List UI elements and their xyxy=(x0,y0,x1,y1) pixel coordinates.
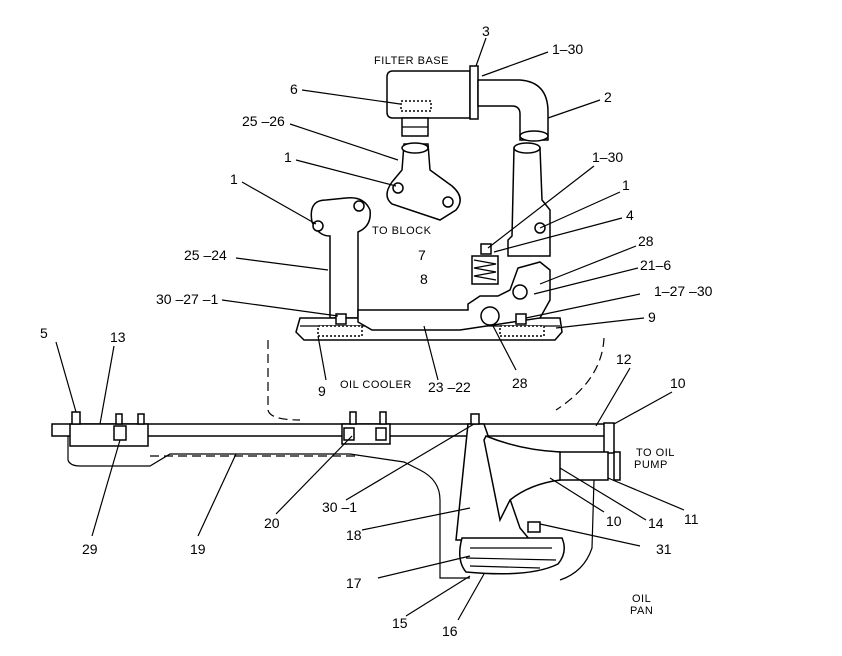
callout-4: 4 xyxy=(626,207,634,223)
callout-7: 7 xyxy=(418,247,426,263)
caption-filter-base: FILTER BASE xyxy=(374,55,449,67)
callout-8: 8 xyxy=(420,271,428,287)
mid-bracket xyxy=(341,411,391,445)
callout-2: 2 xyxy=(604,89,612,105)
callout-16: 16 xyxy=(442,623,458,639)
callout-9-left: 9 xyxy=(318,383,326,399)
callout-21-6: 21–6 xyxy=(640,257,671,273)
callout-15: 15 xyxy=(392,615,408,631)
callout-20: 20 xyxy=(264,515,280,531)
callout-30-27-1: 30 –27 –1 xyxy=(156,291,218,307)
caption-pan: PAN xyxy=(630,605,653,617)
callout-12: 12 xyxy=(616,351,632,367)
cooler-inlet-tube xyxy=(310,197,371,319)
callout-19: 19 xyxy=(190,541,206,557)
engine-outline xyxy=(267,340,301,421)
block-adapter xyxy=(386,142,461,221)
bypass-valve-spring xyxy=(471,255,499,285)
callout-23-22: 23 –22 xyxy=(428,379,471,395)
engine-outline-right xyxy=(555,337,605,411)
callout-1-b: 1 xyxy=(230,171,238,187)
caption-pump: PUMP xyxy=(634,459,668,471)
oil-pan-outline xyxy=(67,436,595,581)
callout-1-27-30: 1–27 –30 xyxy=(654,283,713,299)
callout-1-c: 1 xyxy=(622,177,630,193)
callout-17: 17 xyxy=(346,575,362,591)
callout-5: 5 xyxy=(40,325,48,341)
callout-10-top: 10 xyxy=(670,375,686,391)
callout-1-a: 1 xyxy=(284,149,292,165)
callout-1-30-mid: 1–30 xyxy=(592,149,623,165)
callout-18: 18 xyxy=(346,527,362,543)
callout-28-top: 28 xyxy=(638,233,654,249)
caption-to-block: TO BLOCK xyxy=(372,225,432,237)
elbow-tube xyxy=(477,79,549,142)
callout-25-24: 25 –24 xyxy=(184,247,227,263)
caption-to-oil: TO OIL xyxy=(636,447,675,459)
oil-pickup xyxy=(455,413,565,575)
callout-30-1: 30 –1 xyxy=(322,499,357,515)
callout-9-right: 9 xyxy=(648,309,656,325)
callout-31: 31 xyxy=(656,541,672,557)
callout-6: 6 xyxy=(290,81,298,97)
caption-oil: OIL xyxy=(632,593,651,605)
callout-11: 11 xyxy=(684,511,699,527)
callout-10-bottom: 10 xyxy=(606,513,622,529)
filter-base xyxy=(386,65,479,137)
leader-lines xyxy=(55,37,685,621)
callout-14: 14 xyxy=(648,515,664,531)
callout-29: 29 xyxy=(82,541,98,557)
left-bracket xyxy=(69,411,149,447)
callout-3: 3 xyxy=(482,23,490,39)
callout-1-30-top: 1–30 xyxy=(552,41,583,57)
oil-cooler xyxy=(295,243,563,341)
caption-oil-cooler: OIL COOLER xyxy=(340,379,412,391)
callout-28-bottom: 28 xyxy=(512,375,528,391)
callout-13: 13 xyxy=(110,329,126,345)
filter-return-tube xyxy=(507,142,551,257)
callout-25-26: 25 –26 xyxy=(242,113,285,129)
